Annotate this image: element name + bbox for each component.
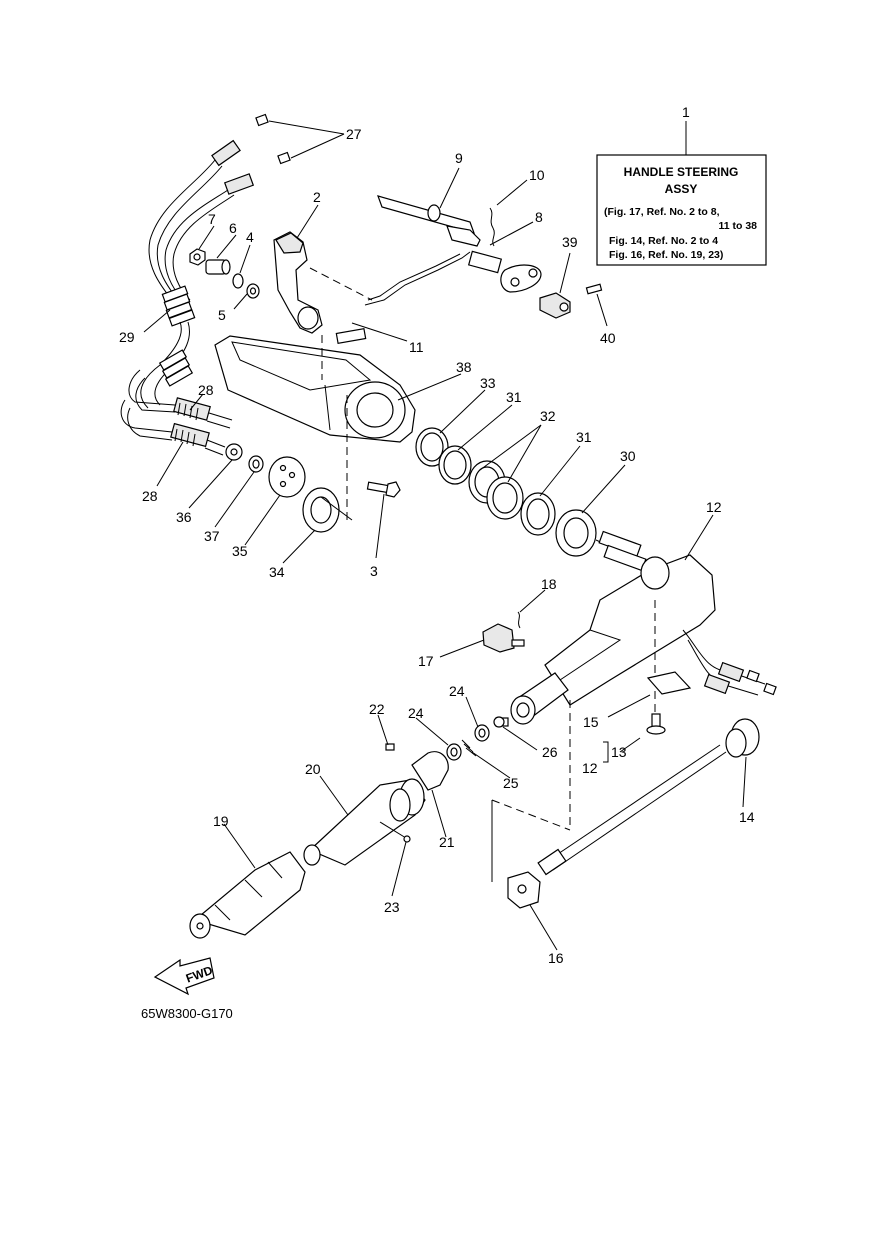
- assy-box-note-3: Fig. 14, Ref. No. 2 to 4: [609, 235, 718, 247]
- throttle-grip-assembly: [189, 778, 426, 939]
- callout-17: 17: [418, 653, 434, 669]
- callout-19: 19: [213, 813, 229, 829]
- callout-9: 9: [455, 150, 463, 166]
- callout-12-bottom: 12: [582, 760, 598, 776]
- callout-16: 16: [548, 950, 564, 966]
- callout-39: 39: [562, 234, 578, 250]
- callout-34: 34: [269, 564, 285, 580]
- callout-31-top: 31: [506, 389, 522, 405]
- washer-stack: [415, 427, 641, 561]
- callout-25: 25: [503, 775, 519, 791]
- callout-26: 26: [542, 744, 558, 760]
- assy-box-note-2: 11 to 38: [718, 220, 757, 232]
- callout-28-top: 28: [198, 382, 214, 398]
- callout-32: 32: [540, 408, 556, 424]
- callout-29: 29: [119, 329, 135, 345]
- fwd-arrow: FWD: [153, 957, 215, 996]
- tiller-handle-body: [214, 267, 416, 520]
- callout-8: 8: [535, 209, 543, 225]
- callout-2: 2: [313, 189, 321, 205]
- assy-box: 1 HANDLE STEERING ASSY (Fig. 17, Ref. No…: [596, 104, 767, 266]
- callout-11: 11: [409, 339, 424, 355]
- leader-lines: [143, 120, 747, 951]
- steering-bracket: [510, 530, 777, 830]
- assy-box-note-4: Fig. 16, Ref. No. 19, 23): [609, 249, 723, 261]
- assy-box-note-1: (Fig. 17, Ref. No. 2 to 8,: [604, 206, 720, 218]
- callout-6: 6: [229, 220, 237, 236]
- callout-18: 18: [541, 576, 557, 592]
- callout-10: 10: [529, 167, 545, 183]
- callout-38: 38: [456, 359, 472, 375]
- bolt: [366, 481, 401, 498]
- small-parts-middle: [385, 611, 692, 791]
- callout-4: 4: [246, 229, 254, 245]
- callout-7: 7: [208, 211, 216, 227]
- shift-lever: [273, 231, 323, 334]
- callout-28-bottom: 28: [142, 488, 158, 504]
- assy-box-title-2: ASSY: [665, 182, 698, 196]
- shift-link: [364, 195, 603, 319]
- callout-12-top: 12: [706, 499, 722, 515]
- callout-35: 35: [232, 543, 248, 559]
- callout-33: 33: [480, 375, 496, 391]
- callout-13: 13: [611, 744, 627, 760]
- assy-box-title-1: HANDLE STEERING: [624, 165, 739, 179]
- callout-labels: 2 3 4 5 6 7 8 9 10 11 12 12 13 14 15 16 …: [119, 126, 755, 966]
- throttle-cables: [120, 113, 291, 456]
- assy-box-ref: 1: [682, 104, 690, 120]
- callout-24-right: 24: [449, 683, 465, 699]
- callout-24-left: 24: [408, 705, 424, 721]
- callout-36: 36: [176, 509, 192, 525]
- callout-31-right: 31: [576, 429, 592, 445]
- callout-21: 21: [439, 834, 455, 850]
- small-parts-left: [189, 248, 353, 533]
- callout-14: 14: [739, 809, 755, 825]
- callout-40: 40: [600, 330, 616, 346]
- callout-3: 3: [370, 563, 378, 579]
- callout-5: 5: [218, 307, 226, 323]
- callout-27: 27: [346, 126, 362, 142]
- callout-23: 23: [384, 899, 400, 915]
- callout-37: 37: [204, 528, 220, 544]
- diagram-code: 65W8300-G170: [141, 1006, 233, 1021]
- callout-22: 22: [369, 701, 385, 717]
- callout-30: 30: [620, 448, 636, 464]
- callout-15: 15: [583, 714, 599, 730]
- callout-20: 20: [305, 761, 321, 777]
- throttle-cable-rod: [491, 718, 760, 909]
